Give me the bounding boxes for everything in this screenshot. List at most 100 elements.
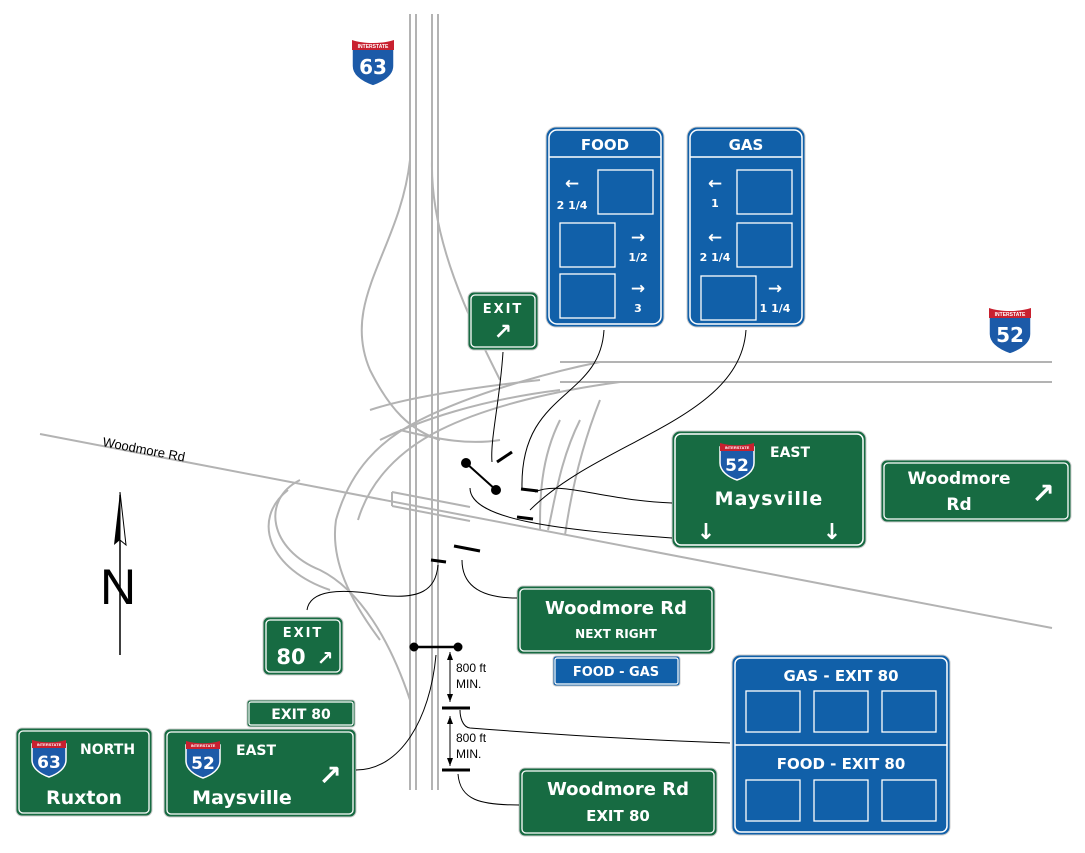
exit80-tab: EXIT 80: [246, 699, 356, 728]
i52-shield-right: INTERSTATE 52: [988, 308, 1032, 355]
i63-shield-top: INTERSTATE 63: [351, 40, 395, 87]
woodmore-exit80-sign: Woodmore Rd EXIT 80: [518, 767, 718, 837]
city-ruxton: Ruxton: [46, 787, 122, 809]
shield-banner: INTERSTATE: [358, 44, 389, 50]
food-header: FOOD: [581, 136, 629, 154]
roadways: [39, 14, 1053, 790]
svg-text:INTERSTATE: INTERSTATE: [191, 743, 216, 748]
overpass-edge-2: [391, 505, 471, 522]
woodmore-next-line1: Woodmore Rd: [545, 598, 687, 619]
logo-panel-2: [559, 222, 616, 268]
ramp-east-2: [547, 419, 581, 531]
svg-text:←: ←: [565, 174, 579, 194]
city-maysville: Maysville: [715, 488, 824, 510]
direction-north: NORTH: [80, 742, 135, 758]
logo-panel-3: [559, 273, 616, 319]
gas-row2-distance: 2 1/4: [700, 251, 731, 264]
logo-panel: [881, 779, 937, 822]
svg-text:→: →: [631, 279, 645, 299]
svg-text:←: ←: [708, 228, 722, 248]
direction-east: EAST: [770, 445, 810, 461]
ramp-loop-sw: [274, 479, 411, 701]
svg-text:↓: ↓: [697, 520, 715, 545]
ramp-se-curve-2: [357, 381, 621, 521]
woodmore-rd-label: Woodmore Rd: [101, 434, 186, 464]
lower-distance: 800 ft: [456, 731, 487, 745]
woodmore-next-line2: NEXT RIGHT: [575, 627, 657, 641]
i63-shield: INTERSTATE 63: [31, 740, 67, 778]
i63-north-sign: INTERSTATE 63 NORTH Ruxton: [15, 727, 153, 817]
gas-header: GAS: [729, 136, 764, 154]
ramp-east-3: [564, 399, 601, 536]
gas-exit80-header: GAS - EXIT 80: [783, 667, 898, 685]
exit80-gore-sign: EXIT 80 ↗: [262, 616, 344, 676]
food-gas-plaque: FOOD - GAS: [552, 655, 681, 687]
ramp-east-1: [539, 419, 561, 531]
logo-panel-2: [736, 222, 793, 268]
woodmore-rd-arrow-sign: Woodmore Rd ↗: [880, 459, 1072, 523]
svg-text:→: →: [768, 279, 782, 299]
logo-panel: [813, 779, 869, 822]
ramp-loop-sw-2: [267, 489, 331, 591]
direction-east: EAST: [236, 743, 276, 759]
svg-text:INTERSTATE: INTERSTATE: [725, 445, 750, 450]
ramp-bridge-1: [369, 379, 541, 411]
svg-text:→: →: [631, 228, 645, 248]
gas-row1-distance: 1: [711, 197, 719, 210]
logo-panel: [745, 779, 801, 822]
svg-text:↗: ↗: [494, 320, 512, 345]
ramp-bridge-2: [379, 389, 561, 441]
city-maysville: Maysville: [192, 787, 292, 809]
upper-min: MIN.: [456, 677, 481, 691]
woodmore-line1: Woodmore: [908, 469, 1011, 489]
food-row2-distance: 1/2: [628, 251, 647, 264]
food-exit80-header: FOOD - EXIT 80: [777, 755, 906, 773]
north-letter: N: [100, 559, 136, 615]
upper-distance: 800 ft: [456, 661, 487, 675]
ramp-nw-loop-1: [360, 159, 441, 441]
food-services-sign: FOOD ← 2 1/4 → 1/2 → 3: [545, 126, 665, 328]
i52-shield: INTERSTATE 52: [719, 443, 755, 481]
exit80-line2: 80: [276, 645, 305, 669]
food-row1-distance: 2 1/4: [557, 199, 588, 212]
north-arrow: N: [100, 491, 136, 655]
exit80-tab-text: EXIT 80: [271, 707, 331, 723]
woodmore-rd-edge-1: [39, 433, 1053, 629]
svg-text:↗: ↗: [1031, 477, 1054, 510]
overpass-edge-1: [391, 491, 471, 508]
lower-min: MIN.: [456, 747, 481, 761]
svg-text:63: 63: [37, 753, 61, 773]
woodmore-exit80-line2: EXIT 80: [586, 807, 650, 825]
gas-food-exit80-sign: GAS - EXIT 80 FOOD - EXIT 80: [731, 654, 951, 836]
woodmore-next-right-sign: Woodmore Rd NEXT RIGHT: [516, 585, 716, 655]
logo-panel-1: [736, 169, 793, 215]
logo-panel-3: [700, 275, 757, 321]
i52-shield: INTERSTATE 52: [185, 741, 221, 779]
svg-text:↗: ↗: [318, 759, 341, 792]
logo-panel: [813, 690, 869, 733]
gas-row3-distance: 1 1/4: [760, 302, 791, 315]
food-gas-text: FOOD - GAS: [573, 665, 659, 680]
i52-east-sign: INTERSTATE 52 EAST Maysville ↗: [163, 728, 357, 818]
svg-text:↗: ↗: [317, 646, 334, 670]
ramp-bridge-3: [399, 429, 501, 443]
sign-locations: [409, 450, 539, 772]
shield-number: 52: [996, 323, 1024, 347]
shield-banner: INTERSTATE: [995, 312, 1026, 318]
exit-label: EXIT: [483, 302, 524, 317]
i52-east-overhead-sign: INTERSTATE 52 EAST Maysville ↓ ↓: [671, 430, 867, 549]
shield-number: 63: [359, 55, 387, 79]
woodmore-exit80-line1: Woodmore Rd: [547, 779, 689, 800]
ramp-se-curve: [334, 361, 601, 641]
food-row3-distance: 3: [634, 302, 642, 315]
ramp-nw-loop-2: [430, 159, 501, 381]
logo-panel-1: [597, 169, 654, 215]
woodmore-line2: Rd: [946, 495, 971, 515]
svg-text:52: 52: [725, 456, 749, 476]
svg-text:↓: ↓: [823, 520, 841, 545]
svg-text:INTERSTATE: INTERSTATE: [37, 742, 62, 747]
gas-services-sign: GAS ← 1 ← 2 1/4 → 1 1/4: [686, 126, 806, 328]
svg-text:52: 52: [191, 754, 215, 774]
exit-gore-sign: EXIT ↗: [467, 291, 539, 351]
